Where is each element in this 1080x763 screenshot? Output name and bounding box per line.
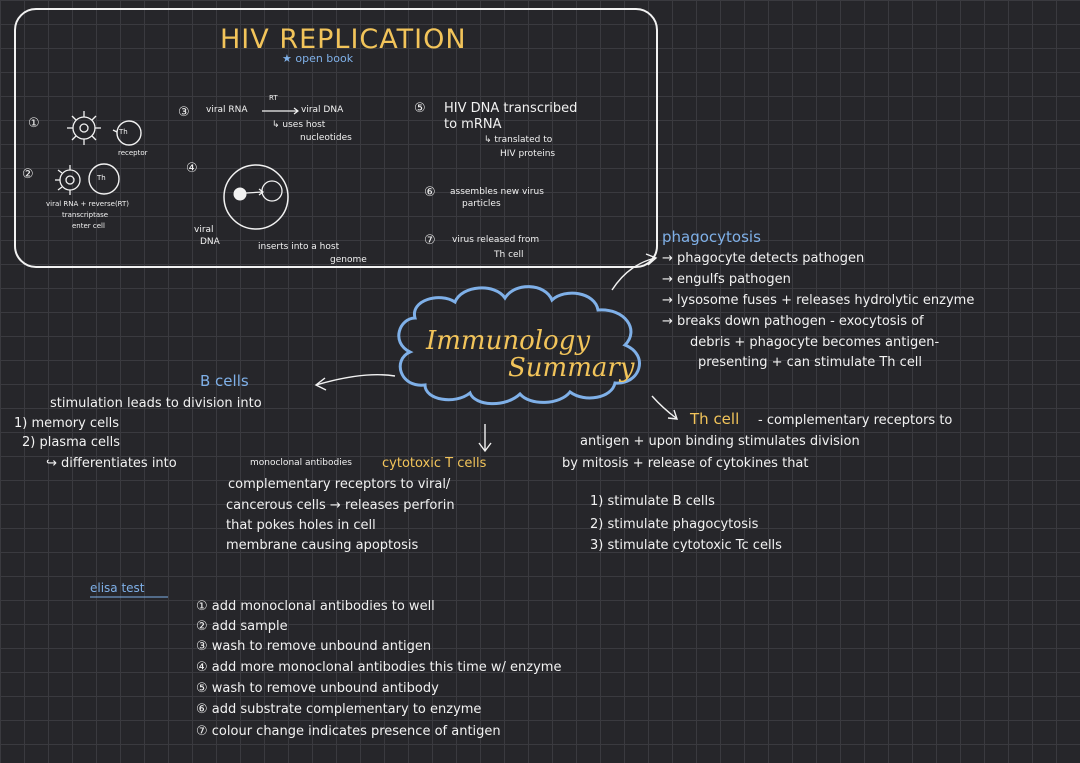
step4-dna: DNA	[200, 237, 220, 247]
hiv-subtitle: ★ open book	[282, 52, 354, 65]
th-cell-item-1: 1) stimulate B cells	[590, 494, 715, 509]
phago-cont-1: debris + phagocyte becomes antigen-	[690, 335, 940, 350]
step6-line2: particles	[462, 199, 501, 209]
phago-item-2: → engulfs pathogen	[662, 272, 791, 287]
th-label-2: Th	[97, 174, 106, 182]
cloud-title-line2: Summary	[508, 353, 635, 383]
step4-number: ④	[186, 161, 198, 176]
step4-genome: genome	[330, 255, 367, 265]
bcells-line3: 2) plasma cells	[22, 435, 120, 450]
virus-icon	[67, 111, 101, 145]
hiv-replication-box	[14, 8, 658, 268]
bcells-line2: 1) memory cells	[14, 416, 120, 431]
step4-viral: viral	[194, 225, 214, 235]
cytotoxic-line4: membrane causing apoptosis	[226, 538, 419, 553]
step7-line1: virus released from	[452, 235, 540, 245]
elisa-step-7: ⑦ colour change indicates presence of an…	[196, 724, 501, 739]
step2-number: ②	[22, 167, 34, 182]
virus-entering-icon	[55, 165, 81, 195]
elisa-step-5: ⑤ wash to remove unbound antibody	[196, 681, 439, 696]
th-label-1: Th	[119, 128, 128, 136]
elisa-step-3: ③ wash to remove unbound antigen	[196, 639, 432, 654]
cloud-shape	[397, 285, 641, 406]
bcells-line4: ↪ differentiates into	[46, 456, 177, 471]
elisa-step-1: ① add monoclonal antibodies to well	[196, 599, 435, 614]
step6-line1: assembles new virus	[450, 187, 544, 197]
step5-line2: to mRNA	[444, 117, 502, 132]
hiv-title: HIV REPLICATION	[220, 24, 467, 55]
cytotoxic-heading: cytotoxic T cells	[382, 456, 487, 471]
elisa-step-2: ② add sample	[196, 619, 288, 634]
receptor-label: receptor	[118, 149, 148, 157]
step2-line2: transcriptase	[62, 211, 109, 219]
step3-nucleotides: nucleotides	[300, 133, 352, 143]
th-cell-line1: - complementary receptors to	[758, 413, 953, 428]
phagocytosis-heading: phagocytosis	[662, 228, 761, 246]
th-cell-line2: antigen + upon binding stimulates divisi…	[580, 434, 860, 449]
step7-number: ⑦	[424, 233, 436, 248]
elisa-step-6: ⑥ add substrate complementary to enzyme	[196, 702, 482, 717]
step7-line2: Th cell	[494, 250, 524, 260]
th-cell-item-3: 3) stimulate cytotoxic Tc cells	[590, 538, 782, 553]
step3-viral-dna: viral DNA	[301, 105, 344, 115]
th-cell-item-2: 2) stimulate phagocytosis	[590, 517, 759, 532]
step5-line4: HIV proteins	[500, 149, 556, 159]
cytotoxic-line3: that pokes holes in cell	[226, 518, 376, 533]
cytotoxic-line2: cancerous cells → releases perforin	[226, 498, 455, 513]
phago-item-3: → lysosome fuses + releases hydrolytic e…	[662, 293, 975, 308]
phago-cont-2: presenting + can stimulate Th cell	[698, 355, 923, 370]
phago-item-1: → phagocyte detects pathogen	[662, 251, 865, 266]
th-cell-heading: Th cell	[690, 410, 740, 428]
bcells-heading: B cells	[200, 372, 249, 390]
step6-number: ⑥	[424, 185, 436, 200]
step5-number: ⑤	[414, 101, 426, 116]
step2-line3: enter cell	[72, 222, 105, 230]
step5-line3: ↳ translated to	[484, 135, 553, 145]
step3-rt: RT	[269, 94, 278, 102]
elisa-step-4: ④ add more monoclonal antibodies this ti…	[196, 660, 562, 675]
phago-item-4: → breaks down pathogen - exocytosis of	[662, 314, 924, 329]
cloud-title-line1: Immunology	[426, 326, 591, 356]
elisa-heading: elisa test	[90, 581, 145, 595]
step2-line1: viral RNA + reverse(RT)	[46, 200, 130, 208]
th-cell-line3: by mitosis + release of cytokines that	[562, 456, 809, 471]
step3-viral-rna: viral RNA	[206, 105, 248, 115]
bcells-line4b: monoclonal antibodies	[250, 458, 352, 468]
th-cell-icon	[116, 120, 142, 146]
step3-number: ③	[178, 105, 190, 120]
cytotoxic-line1: complementary receptors to viral/	[228, 477, 451, 492]
step4-inserts: inserts into a host	[258, 242, 340, 252]
bcells-line1: stimulation leads to division into	[50, 396, 262, 411]
host-cell-icon	[223, 164, 289, 230]
step3-uses: ↳ uses host	[272, 120, 326, 130]
step5-line1: HIV DNA transcribed	[444, 101, 578, 116]
step1-number: ①	[28, 116, 40, 131]
